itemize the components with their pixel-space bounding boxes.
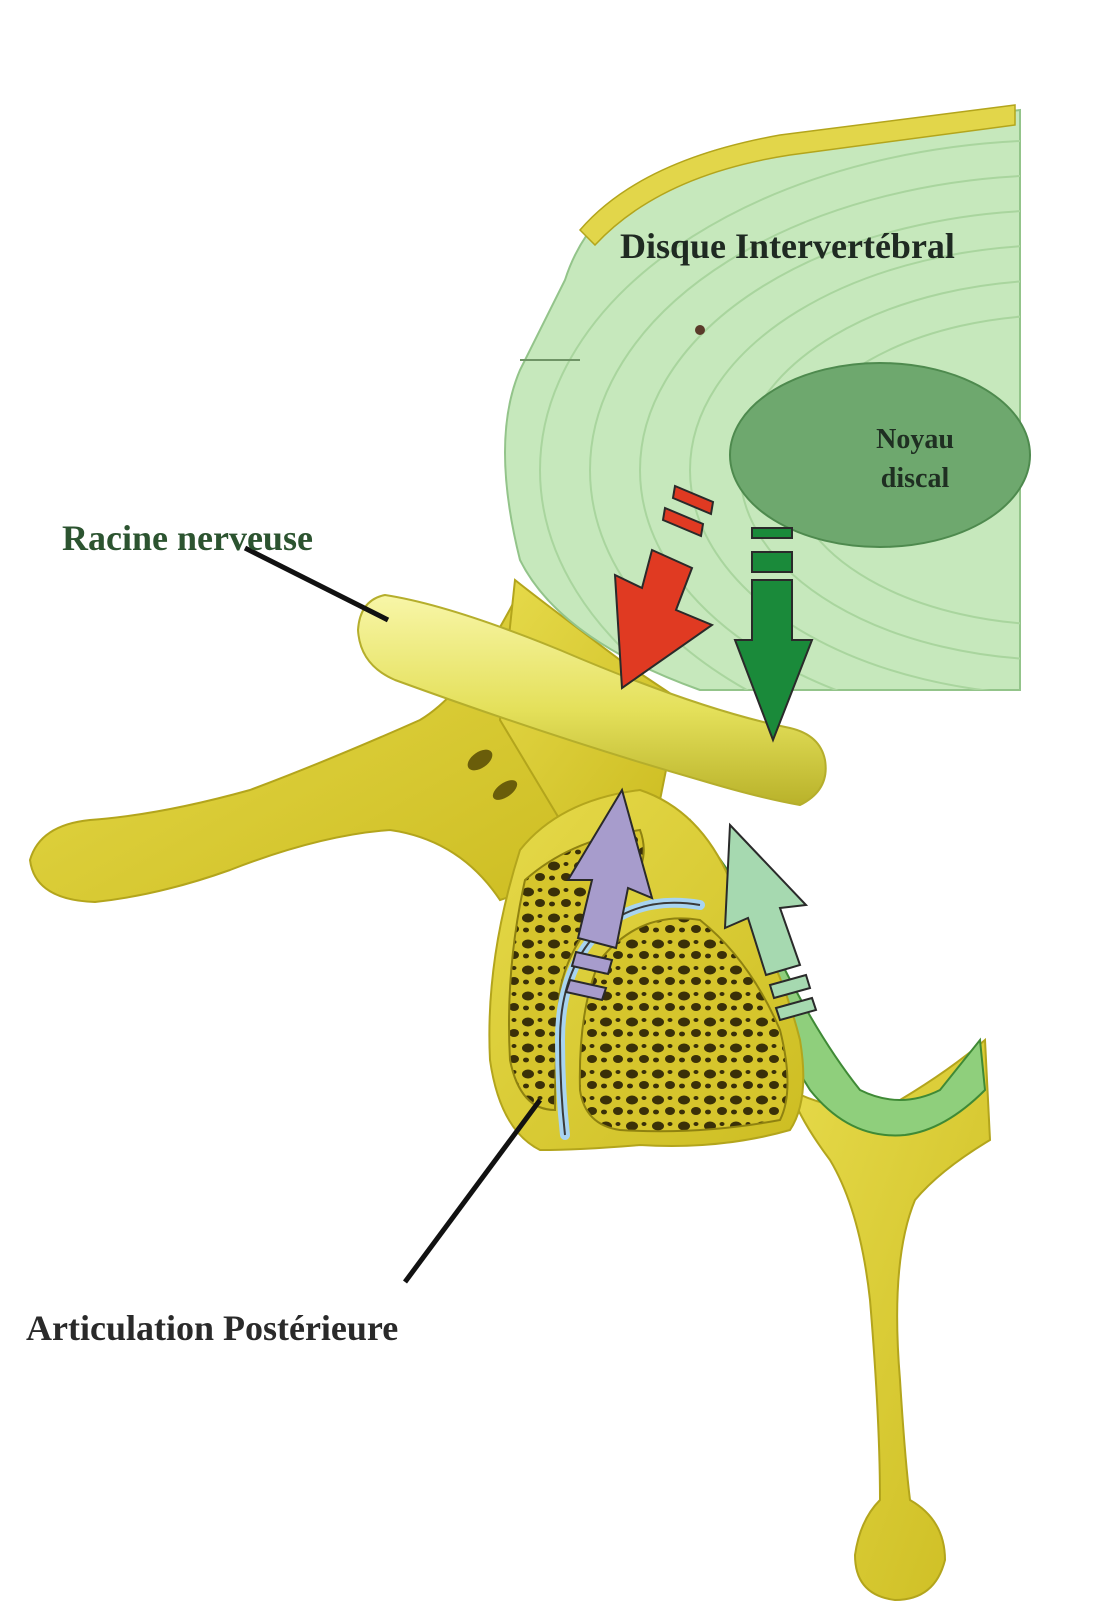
nucleus-label: Noyau discal [845,420,985,498]
foramen-shadow [492,780,518,800]
red-arrow [613,484,715,690]
nerve-root-label: Racine nerveuse [62,518,313,558]
facet-joint-label: Articulation Postérieure [26,1308,399,1348]
joint-space [558,901,701,1136]
leader-line-nerve [243,545,390,623]
disc-mark [695,325,705,335]
nucleus-label-line2: discal [880,463,950,495]
nucleus-pulposus [729,362,1031,548]
disc-label: Disque Intervertébral [620,226,955,266]
light-green-arrow [723,822,818,1022]
endplate-rim [578,104,1016,247]
leader-line-facet [402,1098,543,1284]
nucleus-label-line1: Noyau [876,424,954,455]
spinous-process [788,1037,992,1602]
purple-arrow [564,787,654,1002]
transverse-process [28,588,602,904]
inferior-facet-spongy [578,917,789,1133]
dark-green-arrow [733,527,814,743]
nerve-root [356,593,827,807]
foramen-shadow [467,749,493,771]
